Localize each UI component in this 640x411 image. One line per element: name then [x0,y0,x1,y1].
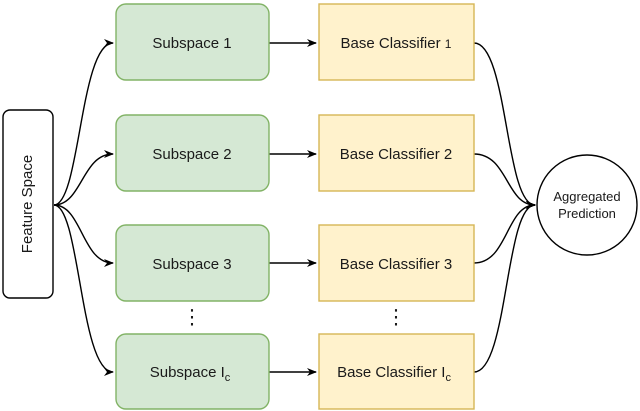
subspace-node-ic: Subspace Ic [115,333,270,410]
edge-classifier-ic-to-output [473,201,536,373]
classifier-node-ic: Base Classifier Ic [318,333,475,410]
subspace-2-label: Subspace 2 [152,146,231,163]
edge-feature-to-subspace-1 [53,39,114,206]
subspace-node-1: Subspace 1 [115,3,270,81]
classifier-2-label: Base Classifier 2 [340,146,453,163]
svg-text:Subspace 2: Subspace 2 [152,146,231,163]
subspace-ic-subscript: c [225,372,231,384]
subspace-ic-label: Subspace I [150,364,225,381]
svg-text:Base Classifier 2: Base Classifier 2 [340,146,453,163]
subspace-3-label: Subspace 3 [152,256,231,273]
edge-feature-to-subspace-3 [53,204,114,267]
edges [53,39,536,376]
subspace-node-3: Subspace 3 [115,224,270,302]
svg-text:Subspace 3: Subspace 3 [152,256,231,273]
classifier-ic-subscript: c [445,372,451,384]
aggregated-prediction-line1: Aggregated [553,189,620,204]
edge-feature-to-subspace-ic [53,204,114,376]
feature-space-label: Feature Space [19,155,36,253]
subspace-ellipsis: ⋮ [182,306,202,328]
aggregated-prediction-line2: Prediction [558,206,616,221]
subspace-1-label: Subspace 1 [152,35,231,52]
edge-classifier-1-to-output [473,42,536,209]
classifier-1-number: 1 [445,37,452,51]
classifier-ic-label: Base Classifier I [337,364,445,381]
svg-text:Base Classifier 1: Base Classifier 1 [341,35,452,52]
svg-text:Base Classifier Ic: Base Classifier Ic [337,364,451,384]
classifier-ellipsis: ⋮ [386,306,406,328]
classifier-node-2: Base Classifier 2 [318,114,475,192]
edge-classifier-2-to-output [473,153,536,209]
subspace-node-2: Subspace 2 [115,114,270,192]
svg-text:Base Classifier 3: Base Classifier 3 [340,256,453,273]
svg-text:Subspace 1: Subspace 1 [152,35,231,52]
feature-space-node: Feature Space [2,109,54,299]
edge-classifier-3-to-output [473,201,536,264]
aggregated-prediction-node: Aggregated Prediction [536,154,638,256]
classifier-node-3: Base Classifier 3 [318,224,475,302]
classifier-3-label: Base Classifier 3 [340,256,453,273]
classifier-1-label: Base Classifier [341,35,445,52]
edge-feature-to-subspace-2 [53,150,114,206]
svg-text:Subspace Ic: Subspace Ic [150,364,231,384]
classifier-node-1: Base Classifier 1 [318,3,475,81]
